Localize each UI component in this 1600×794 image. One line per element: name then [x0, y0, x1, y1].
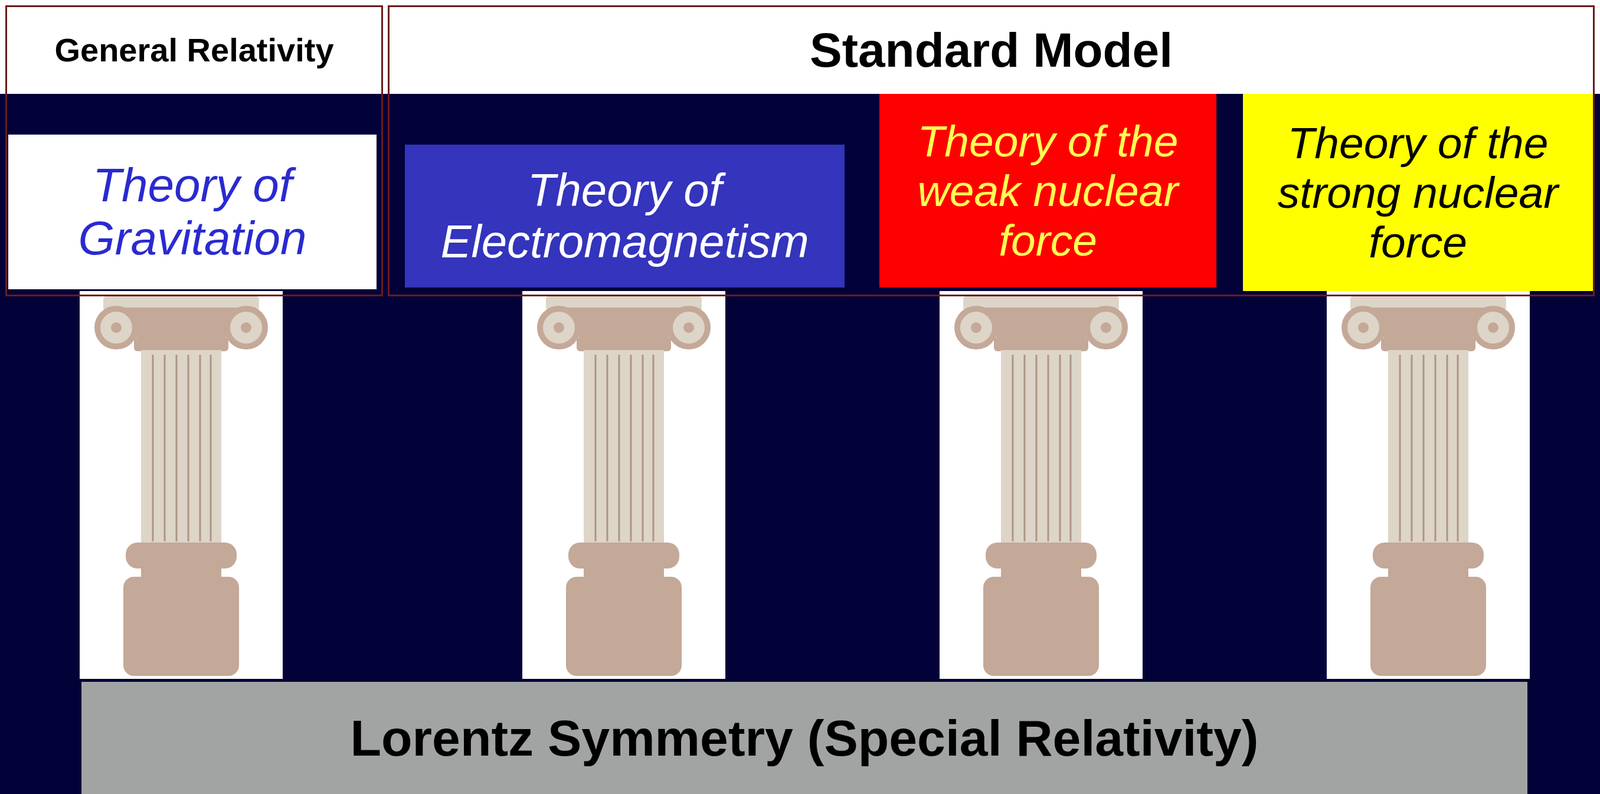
pillar-part — [993, 336, 1089, 352]
pillar-part — [568, 542, 680, 569]
theory-label: Theory of Electromagnetism — [413, 164, 837, 268]
theory-label: Theory of the weak nuclear force — [887, 116, 1209, 265]
pillar-part — [1434, 354, 1437, 542]
pillar-part — [1023, 354, 1026, 542]
pillar-part — [983, 576, 1099, 676]
pillar-part — [970, 322, 982, 333]
pillar-part — [175, 354, 178, 542]
pillar-part — [985, 542, 1097, 569]
theory-box: Theory of Gravitation — [8, 134, 377, 290]
night-ground — [0, 93, 1600, 794]
pillar-part — [606, 354, 609, 542]
pillar-part — [576, 336, 672, 352]
pillar-part — [1370, 576, 1487, 676]
ionic-pillar — [79, 290, 283, 679]
pillar-part — [540, 308, 578, 347]
pillar-part — [1012, 354, 1014, 542]
model-frame: Standard ModelTheory of Electromagnetism… — [387, 5, 1595, 297]
pillar-part — [1035, 354, 1038, 542]
ionic-pillar — [939, 290, 1143, 679]
pillar-part — [565, 576, 682, 676]
theory-label: Theory of the strong nuclear force — [1251, 118, 1585, 267]
ionic-pillar — [522, 290, 726, 679]
pillar-part — [125, 542, 237, 569]
pillar-part — [187, 354, 190, 542]
theory-label: Theory of Gravitation — [16, 158, 369, 265]
pillar-part — [227, 308, 265, 347]
pillar-part — [110, 322, 122, 333]
ionic-pillar — [1326, 290, 1530, 679]
pillar-part — [79, 290, 283, 679]
pillar-part — [1000, 349, 1082, 545]
pillar-part — [683, 322, 695, 333]
pillar-part — [1344, 308, 1383, 347]
pillar-part — [1388, 349, 1469, 545]
pillar-part — [1047, 354, 1050, 542]
pillar-part — [1059, 354, 1062, 542]
pillar-part — [1487, 322, 1499, 333]
pillar-part — [1372, 542, 1484, 569]
pillar-part — [152, 354, 155, 542]
frame-heading: Standard Model — [389, 7, 1593, 94]
pillar-part — [957, 308, 996, 347]
pillar-part — [652, 354, 655, 542]
pillar-part — [1446, 354, 1449, 542]
pillar-part — [123, 576, 240, 676]
pillar-part — [1100, 322, 1112, 333]
frame-heading: General Relativity — [7, 7, 382, 94]
theory-box: Theory of the weak nuclear force — [879, 93, 1217, 288]
pillar-part — [1422, 354, 1425, 542]
pillar-part — [210, 354, 212, 542]
pillar-part — [1070, 354, 1072, 542]
pillar-part — [553, 322, 565, 333]
pillar-part — [199, 354, 202, 542]
pillar-part — [141, 349, 222, 545]
pillar-part — [1087, 308, 1125, 347]
relativity-frame: General RelativityTheory of Gravitation — [5, 5, 384, 297]
pillar-part — [1457, 354, 1459, 542]
pillar-part — [1411, 354, 1413, 542]
pillar-part — [630, 354, 633, 542]
pillar-part — [939, 290, 1143, 679]
pillar-part — [1381, 336, 1476, 352]
pillar-part — [1399, 354, 1402, 542]
pillar-part — [669, 308, 708, 347]
pillar-part — [1358, 322, 1369, 333]
pillar-part — [97, 308, 136, 347]
theory-box: Theory of Electromagnetism — [404, 144, 845, 288]
theory-box: Theory of the strong nuclear force — [1242, 93, 1593, 291]
pillar-part — [240, 322, 252, 333]
pillar-part — [618, 354, 621, 542]
theory-label: Lorentz Symmetry (Special Relativity) — [350, 709, 1259, 767]
pillar-part — [164, 354, 166, 542]
pillar-part — [642, 354, 644, 542]
pillar-part — [1474, 308, 1513, 347]
pillar-group — [79, 290, 1530, 679]
pillar-part — [594, 354, 597, 542]
pillar-part — [133, 336, 229, 352]
foundation-band: Lorentz Symmetry (Special Relativity) — [81, 681, 1528, 794]
pillar-part — [1326, 290, 1530, 679]
pillar-part — [522, 290, 726, 679]
pillar-part — [583, 349, 664, 545]
